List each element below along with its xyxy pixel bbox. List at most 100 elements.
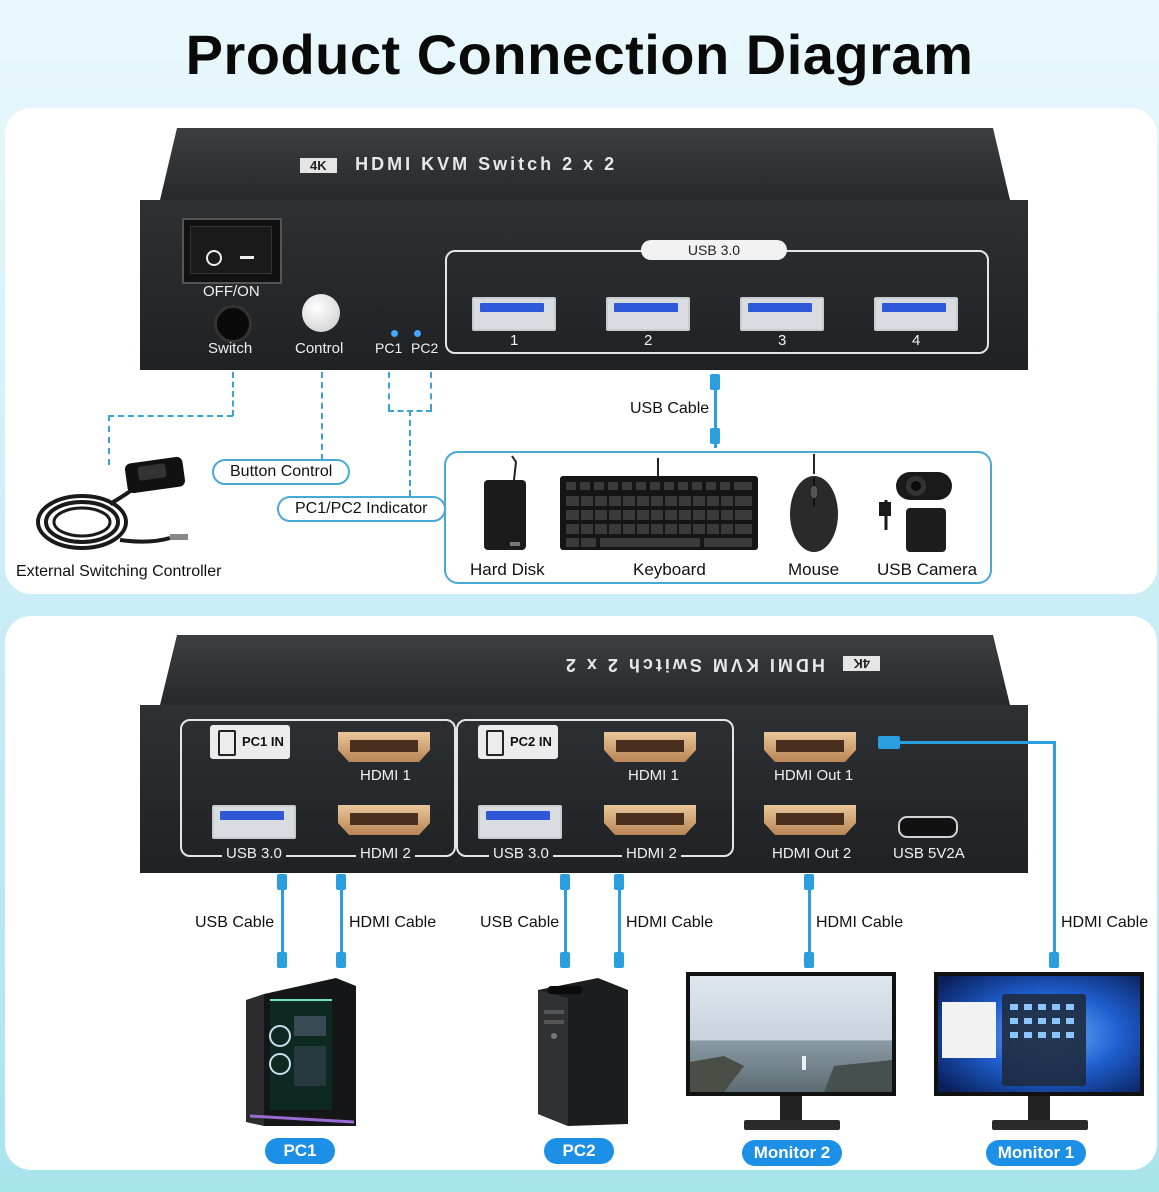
device-label-mouse: Mouse [788, 560, 840, 579]
usb-cable-label: USB Cable [630, 400, 710, 417]
control-label: Control [295, 340, 344, 357]
usb-devices-box [444, 451, 992, 584]
usb-power-label: USB 5V2A [893, 845, 965, 862]
pc1-hdmi2-label: HDMI 2 [356, 845, 415, 862]
usb-port-1[interactable] [472, 297, 556, 331]
kvm-front-face [140, 200, 1028, 370]
target-label-monitor2: Monitor 2 [742, 1140, 842, 1166]
cable-label-5: HDMI Cable [816, 914, 904, 931]
plug [614, 874, 624, 890]
pc2-input-group [456, 719, 734, 857]
device-label-keyboard: Keyboard [633, 560, 706, 579]
badge-4k: 4K [300, 158, 337, 173]
button-control-callout: Button Control [212, 459, 351, 485]
usb-plug-bottom [710, 428, 720, 444]
target-label-monitor1: Monitor 1 [986, 1140, 1086, 1166]
cable-label-6: HDMI Cable [1061, 914, 1149, 931]
cable-pc1-usb [281, 878, 284, 964]
pc2-led [414, 330, 421, 337]
cable-pc2-hdmi [618, 878, 621, 964]
hdmi-out2-port[interactable] [764, 805, 856, 835]
usb-camera-icon [879, 472, 952, 552]
kvm-back-brand: 4K HDMI KVM Switch 2 x 2 [563, 654, 880, 675]
hdmi-out1-label: HDMI Out 1 [774, 767, 854, 784]
pc2-hdmi2-port[interactable] [604, 805, 696, 835]
target-label-pc2: PC2 [544, 1138, 614, 1164]
usb-port-3-label: 3 [778, 332, 787, 349]
plug [1049, 952, 1059, 968]
cable-label-2: HDMI Cable [349, 914, 437, 931]
led-dash-left [388, 372, 390, 410]
pc-tower-icon [218, 730, 236, 756]
pc-tower-icon [486, 730, 504, 756]
target-label-pc1: PC1 [265, 1138, 335, 1164]
pc2-hdmi1-label: HDMI 1 [628, 767, 679, 784]
plug [336, 952, 346, 968]
switch-dash-v [232, 372, 234, 416]
control-dash [321, 372, 323, 460]
usb-cable-line [714, 380, 717, 448]
mouse-icon [790, 454, 838, 552]
usb-port-4-label: 4 [912, 332, 921, 349]
pc2-usb-port[interactable] [478, 805, 562, 839]
pc1-hdmi1-port[interactable] [338, 732, 430, 762]
keyboard-icon [560, 458, 758, 550]
pc1-usb-port[interactable] [212, 805, 296, 839]
monitor1-image [934, 972, 1144, 1130]
pc1-in-label: PC1 IN [242, 734, 284, 749]
device-name-front: HDMI KVM Switch 2 x 2 [355, 154, 618, 174]
plug [804, 952, 814, 968]
led-dash-right [430, 372, 432, 410]
hard-disk-icon [484, 455, 526, 550]
plug [336, 874, 346, 890]
pc2-in-label: PC2 IN [510, 734, 552, 749]
controller-label: External Switching Controller [16, 563, 222, 580]
cable-pc1-hdmi [340, 878, 343, 964]
cable-monitor1-v [1053, 741, 1056, 963]
pc1-hdmi2-port[interactable] [338, 805, 430, 835]
usb-c-power-port[interactable] [898, 816, 958, 838]
cable-label-3: USB Cable [480, 914, 560, 931]
power-rocker[interactable] [182, 218, 282, 284]
cable-monitor1-h [900, 741, 1055, 744]
pc2-tower-image [538, 978, 628, 1126]
pc1-usb-label: USB 3.0 [222, 845, 286, 862]
pc1-in-tag: PC1 IN [210, 725, 290, 759]
cable-label-1: USB Cable [195, 914, 275, 931]
pc2-led-label: PC2 [411, 340, 439, 356]
usb-port-2[interactable] [606, 297, 690, 331]
usb-port-4[interactable] [874, 297, 958, 331]
control-button[interactable] [302, 294, 340, 332]
pc1-led [391, 330, 398, 337]
usb-port-3[interactable] [740, 297, 824, 331]
cable-label-4: HDMI Cable [626, 914, 714, 931]
external-controller-image [36, 456, 188, 550]
plug [277, 952, 287, 968]
badge-4k-back: 4K [843, 656, 880, 671]
pc1-hdmi1-label: HDMI 1 [360, 767, 411, 784]
led-dash-v [409, 410, 411, 496]
pc2-hdmi2-label: HDMI 2 [622, 845, 681, 862]
device-label-usb-camera: USB Camera [877, 560, 978, 579]
pc1-tower-image [246, 978, 356, 1126]
device-label-hard-disk: Hard Disk [470, 560, 545, 579]
device-name-back: HDMI KVM Switch 2 x 2 [562, 655, 825, 675]
page-title: Product Connection Diagram [185, 23, 974, 86]
usb-group-label: USB 3.0 [641, 240, 787, 260]
pc2-in-tag: PC2 IN [478, 725, 558, 759]
usb-port-1-label: 1 [510, 332, 519, 349]
plug [560, 874, 570, 890]
hdmi-out2-label: HDMI Out 2 [772, 845, 852, 862]
pc2-hdmi1-port[interactable] [604, 732, 696, 762]
switch-jack[interactable] [214, 305, 252, 343]
switch-dash-h [108, 415, 233, 417]
power-label: OFF/ON [203, 283, 260, 300]
plug [277, 874, 287, 890]
pc2-usb-label: USB 3.0 [489, 845, 553, 862]
plug [804, 874, 814, 890]
hdmi-out1-port[interactable] [764, 732, 856, 762]
hdmi-plug-icon [878, 736, 900, 749]
indicator-callout: PC1/PC2 Indicator [277, 496, 446, 522]
switch-label: Switch [208, 340, 253, 357]
usb-plug-top [710, 374, 720, 390]
